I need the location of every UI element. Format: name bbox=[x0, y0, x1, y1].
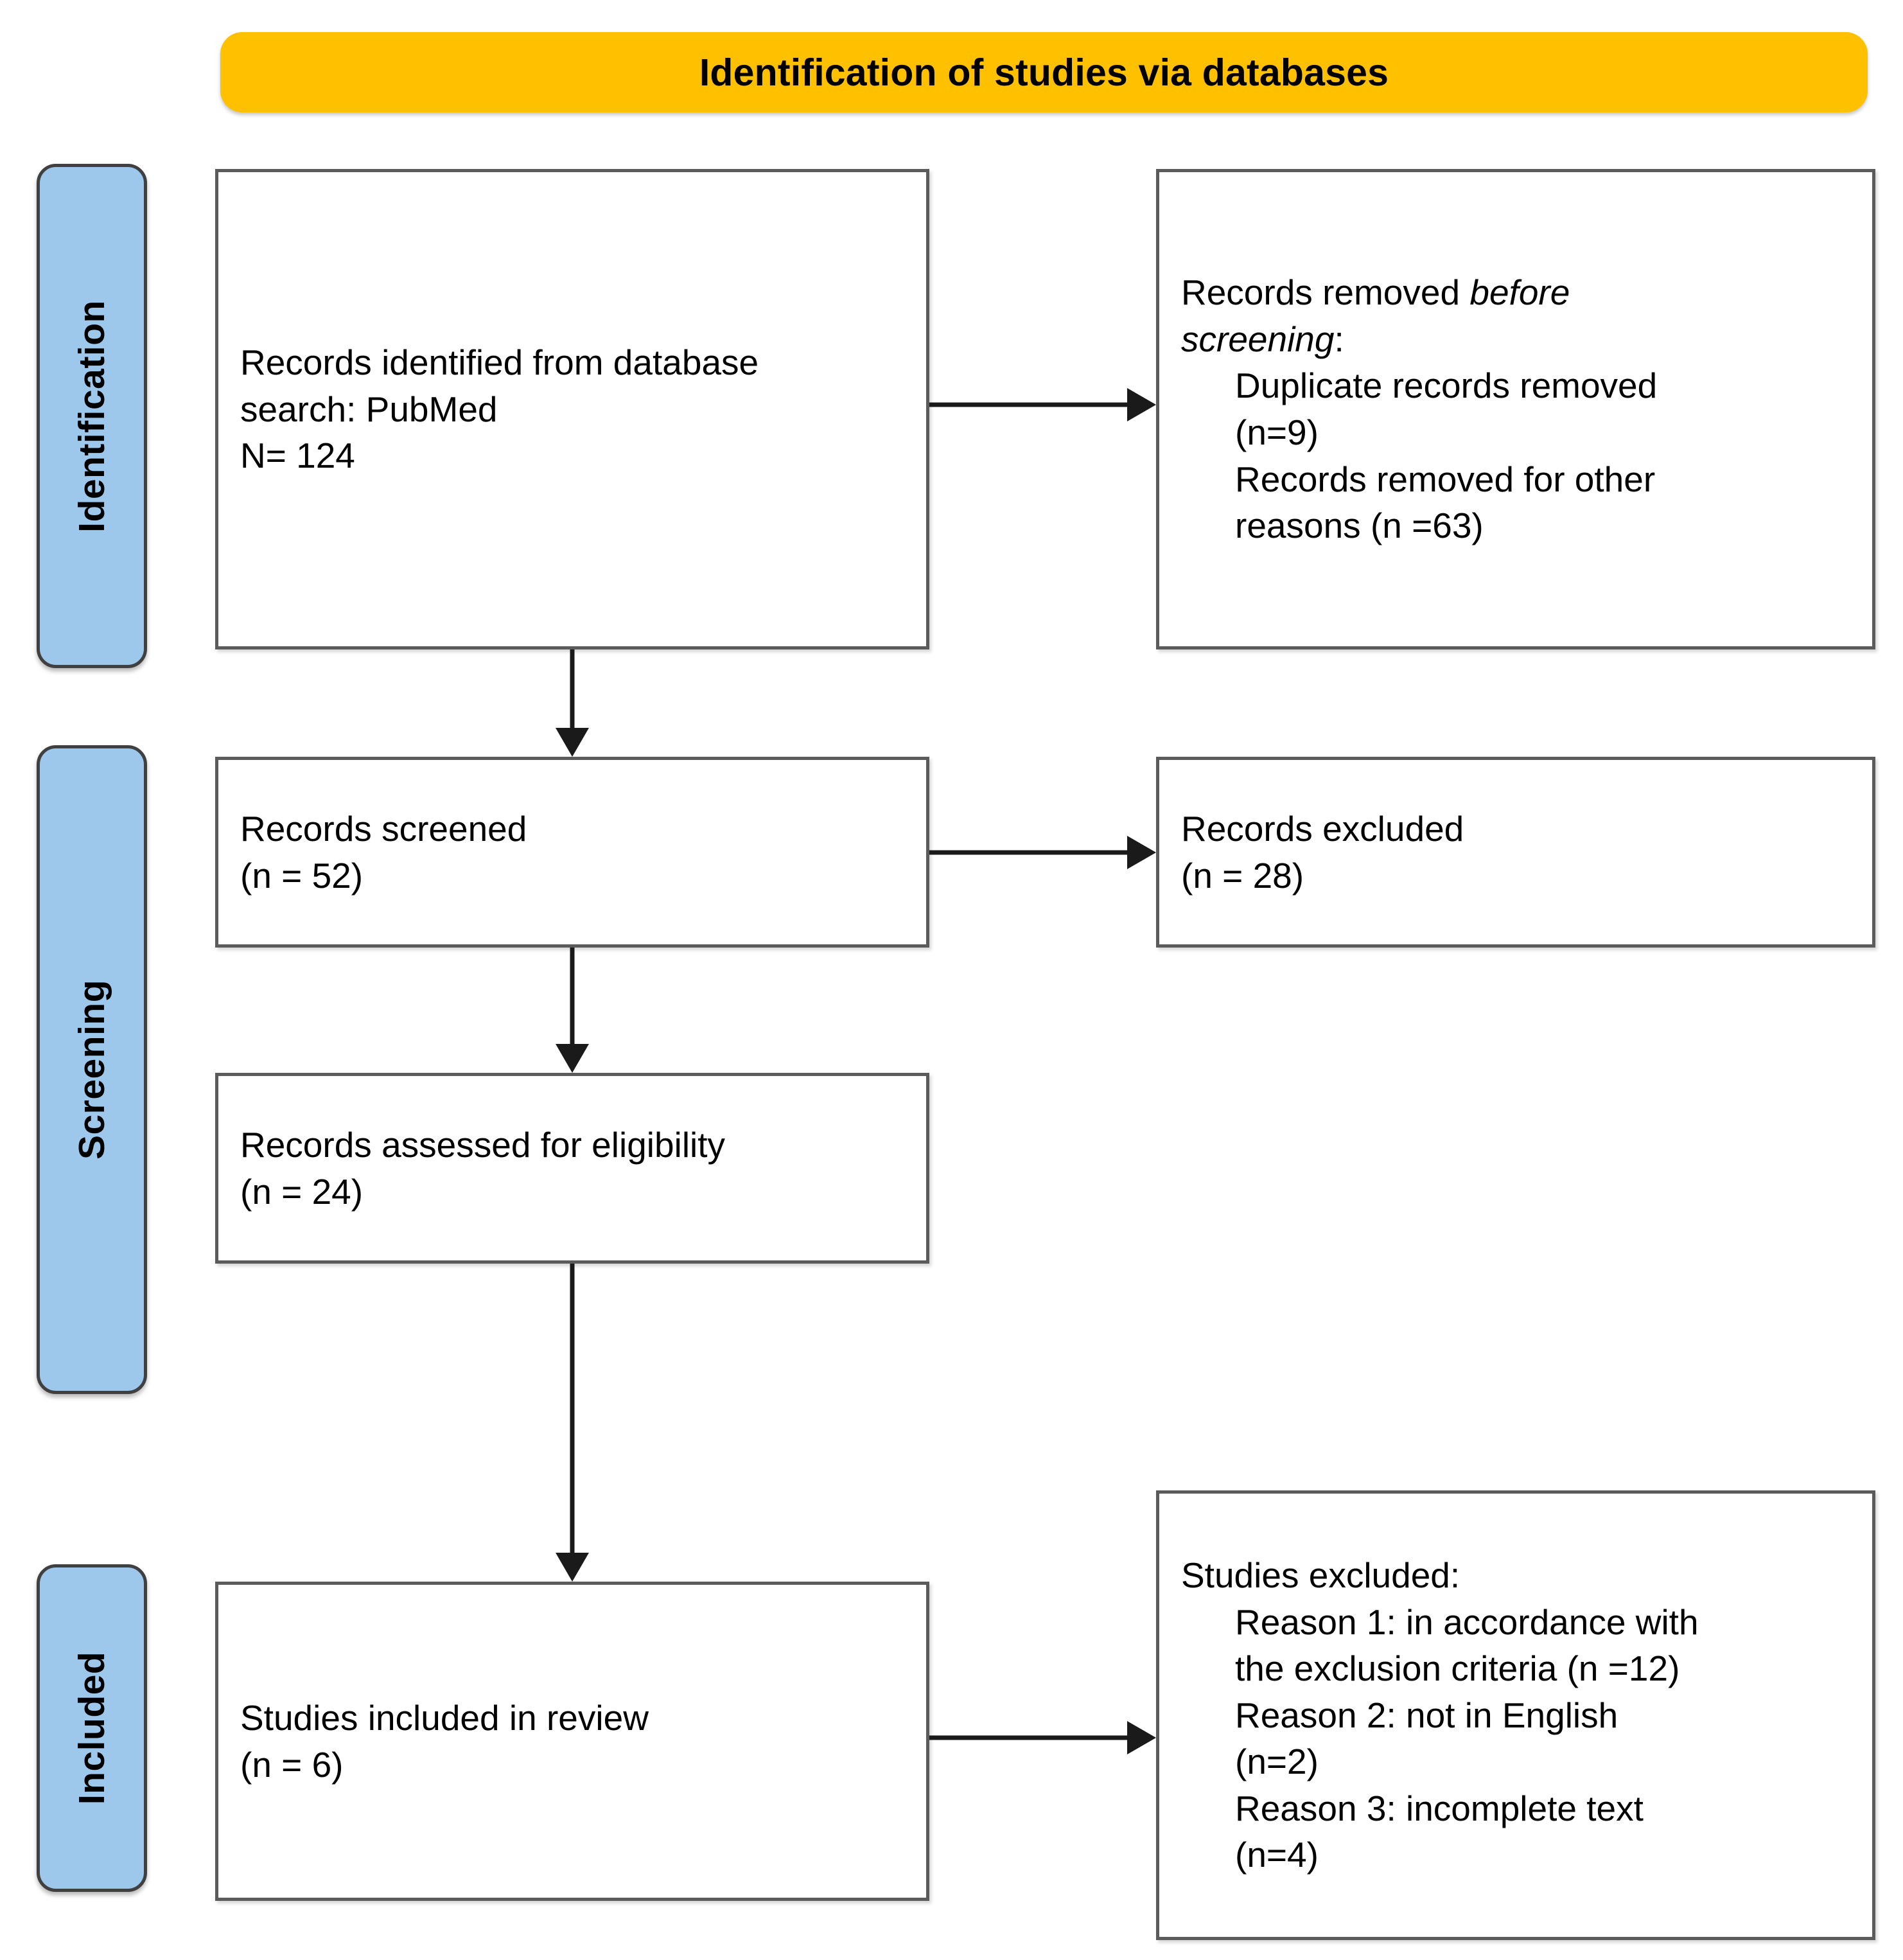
records-identified-line3: N= 124 bbox=[240, 436, 355, 476]
records-removed-line1: Records removed before bbox=[1159, 269, 1872, 316]
box-records-identified: Records identified from database search:… bbox=[215, 169, 929, 649]
records-removed-line1-prefix: Records removed bbox=[1181, 272, 1470, 313]
studies-excluded-line7: (n=4) bbox=[1235, 1835, 1319, 1875]
studies-excluded-line4: Reason 2: not in English bbox=[1235, 1695, 1618, 1735]
records-excluded-line1: Records excluded bbox=[1181, 808, 1464, 849]
records-removed-line5: Records removed for other bbox=[1235, 459, 1656, 499]
arrow-included-to-studies-excluded bbox=[929, 1721, 1156, 1754]
stage-label-identification: Identification bbox=[37, 164, 147, 668]
records-removed-line2: screening: bbox=[1159, 316, 1872, 363]
records-removed-line6: reasons (n =63) bbox=[1235, 506, 1484, 546]
studies-excluded-line3: the exclusion criteria (n =12) bbox=[1235, 1648, 1680, 1689]
records-removed-line3: Duplicate records removed bbox=[1235, 366, 1658, 406]
box-studies-excluded: Studies excluded: Reason 1: in accordanc… bbox=[1156, 1490, 1875, 1940]
stage-label-included: Included bbox=[37, 1564, 147, 1892]
phase-header-identification-databases: Identification of studies via databases bbox=[220, 32, 1868, 112]
stage-label-screening: Screening bbox=[37, 745, 147, 1394]
records-removed-line1-emphasis: before bbox=[1469, 272, 1570, 313]
records-removed-line4: (n=9) bbox=[1235, 412, 1319, 452]
records-eligibility-line1: Records assessed for eligibility bbox=[240, 1124, 726, 1165]
box-records-removed-before-screening: Records removed before screening: Duplic… bbox=[1156, 169, 1875, 649]
phase-header-title: Identification of studies via databases bbox=[699, 51, 1389, 94]
records-excluded-line2: (n = 28) bbox=[1181, 855, 1304, 896]
box-records-excluded: Records excluded (n = 28) bbox=[1156, 757, 1875, 948]
records-screened-line1: Records screened bbox=[240, 808, 527, 849]
arrow-screened-to-eligibility bbox=[556, 948, 589, 1073]
records-identified-line2: search: PubMed bbox=[240, 389, 498, 429]
records-identified-line1: Records identified from database bbox=[240, 342, 759, 383]
studies-included-line1: Studies included in review bbox=[240, 1697, 649, 1738]
studies-excluded-line6: Reason 3: incomplete text bbox=[1235, 1788, 1644, 1828]
records-removed-line2-colon: : bbox=[1334, 319, 1344, 359]
box-records-assessed-eligibility: Records assessed for eligibility (n = 24… bbox=[215, 1073, 929, 1264]
arrow-identified-to-removed bbox=[929, 388, 1156, 421]
box-records-screened: Records screened (n = 52) bbox=[215, 757, 929, 948]
stage-label-identification-text: Identification bbox=[71, 299, 113, 533]
studies-excluded-line5: (n=2) bbox=[1235, 1742, 1319, 1782]
records-eligibility-line2: (n = 24) bbox=[240, 1171, 364, 1212]
studies-excluded-line2: Reason 1: in accordance with bbox=[1235, 1602, 1699, 1642]
stage-label-screening-text: Screening bbox=[71, 979, 112, 1160]
stage-label-included-text: Included bbox=[71, 1651, 113, 1805]
studies-excluded-line1: Studies excluded: bbox=[1181, 1555, 1460, 1595]
arrow-identified-to-screened bbox=[556, 649, 589, 757]
studies-included-line2: (n = 6) bbox=[240, 1744, 344, 1785]
arrow-eligibility-to-included bbox=[556, 1264, 589, 1582]
records-screened-line2: (n = 52) bbox=[240, 855, 364, 896]
box-studies-included-in-review: Studies included in review (n = 6) bbox=[215, 1582, 929, 1901]
records-removed-line2-emphasis: screening bbox=[1181, 319, 1335, 359]
arrow-screened-to-excluded bbox=[929, 836, 1156, 869]
